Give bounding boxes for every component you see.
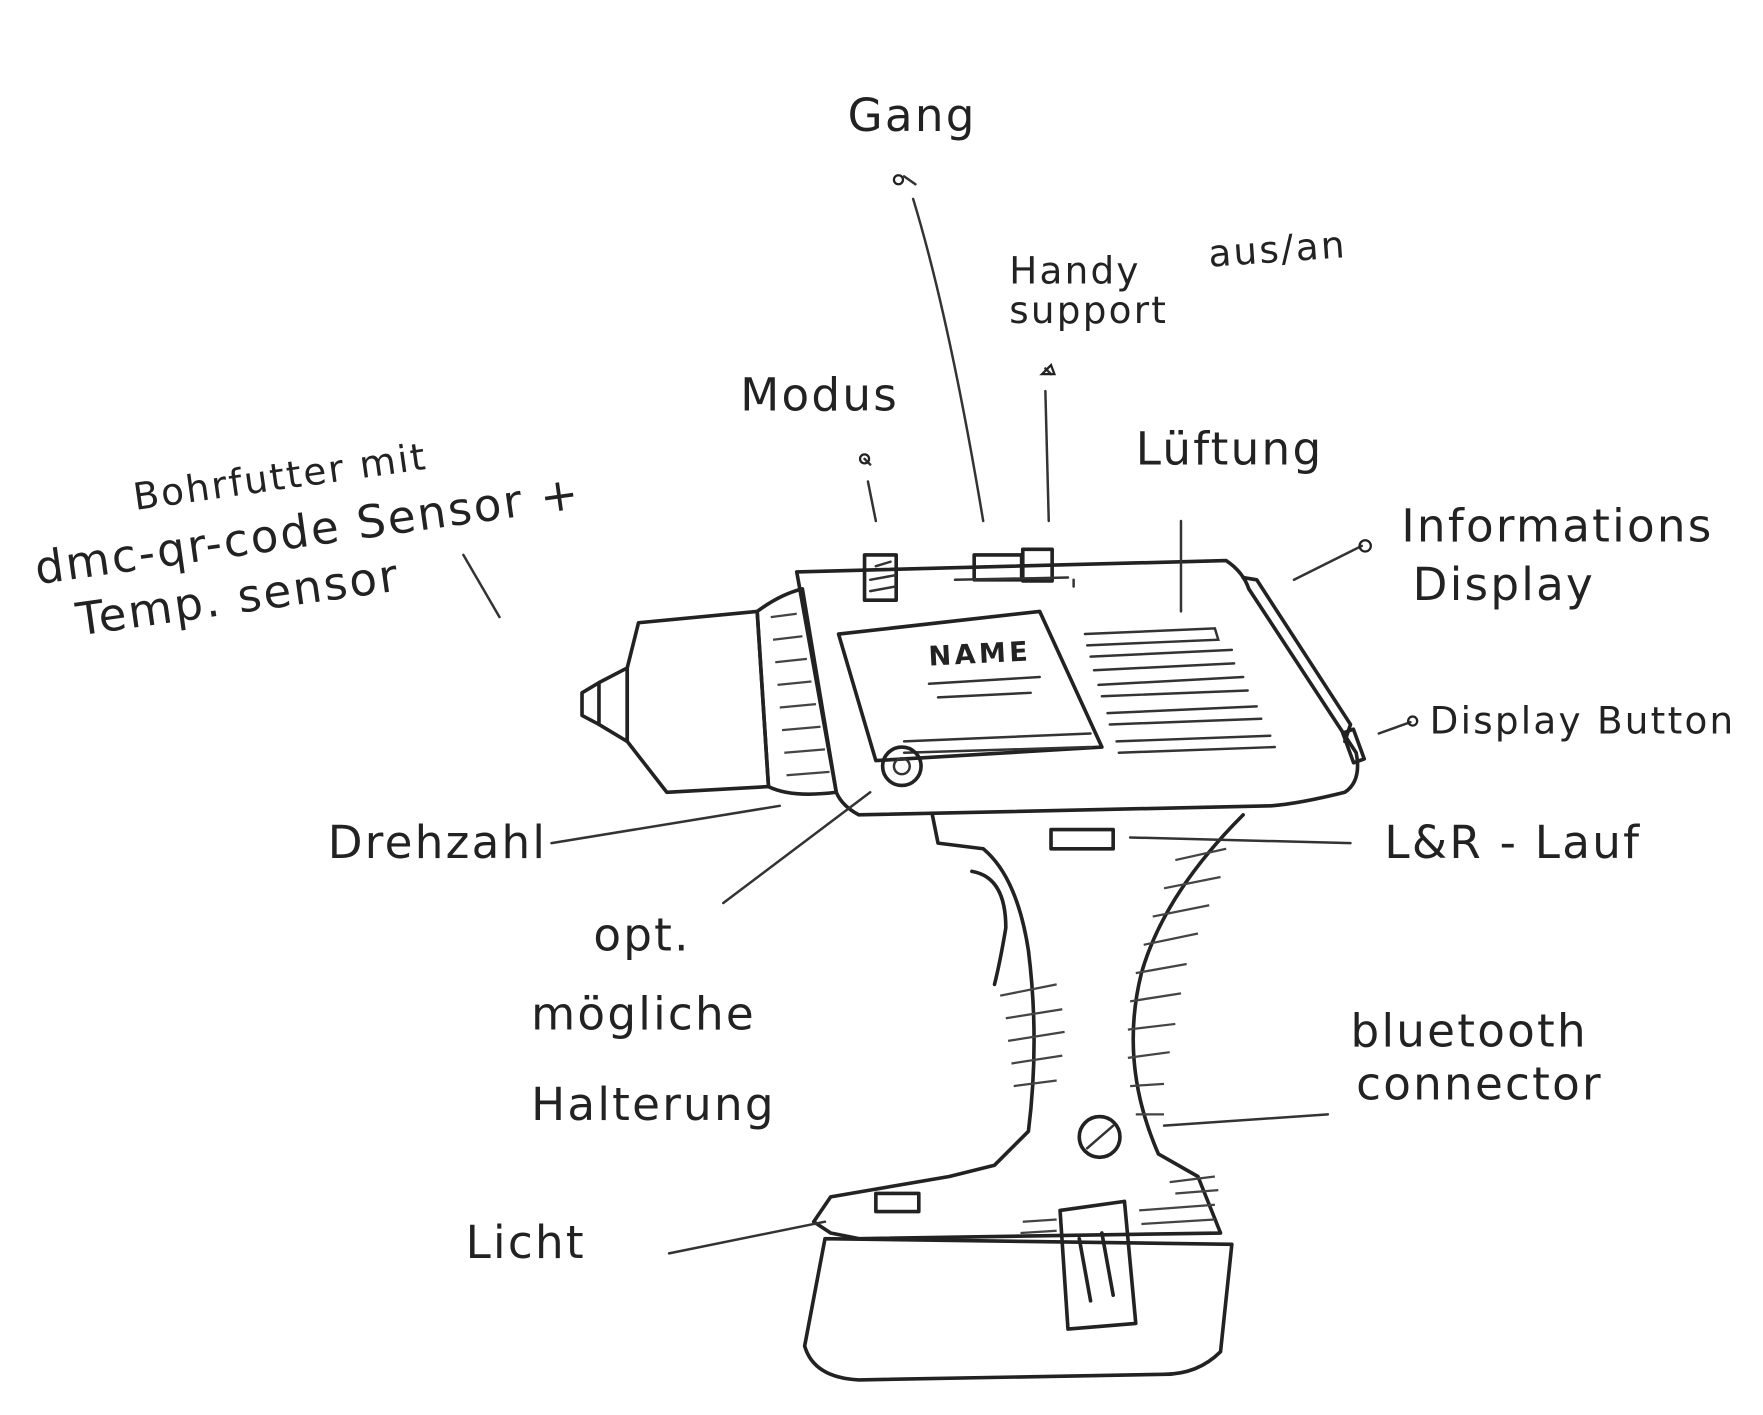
torque-collar: [755, 587, 839, 796]
label-lueftung: Lüftung: [1136, 423, 1324, 476]
name-plate: [836, 609, 1104, 763]
label-info-display-1: Informations: [1401, 499, 1713, 552]
label-halterung-3: Halterung: [531, 1078, 776, 1131]
label-halterung-2: mögliche: [531, 988, 756, 1041]
mode-switch: [862, 553, 898, 602]
label-modus: Modus: [740, 368, 899, 421]
label-bohrfutter: Bohrfutter mit dmc-qr-code Sensor + Temp…: [31, 434, 583, 646]
grip-hatching: [999, 847, 1227, 1116]
handle: [811, 813, 1245, 1241]
label-halterung-1: opt.: [593, 908, 690, 961]
chuck-tip: [580, 666, 630, 744]
leader-markers: [858, 174, 1419, 727]
ventilation-slots: [1083, 627, 1277, 754]
label-drehzahl: Drehzahl: [328, 816, 548, 869]
light-shape: [874, 1191, 921, 1214]
label-aus-an: aus/an: [1207, 222, 1348, 276]
label-licht: Licht: [466, 1216, 586, 1269]
speed-dial: [880, 745, 923, 788]
label-display-button: Display Button: [1430, 698, 1736, 742]
battery-latch: [1058, 1199, 1138, 1331]
label-lr-lauf: L&R - Lauf: [1384, 816, 1641, 869]
label-gang: Gang: [848, 89, 977, 142]
label-handy-support: Handy: [1009, 249, 1141, 293]
label-bluetooth-2: connector: [1356, 1058, 1603, 1111]
collar-hatching: [770, 612, 830, 777]
display-button-shape: [1340, 727, 1367, 765]
drill-drawing: NAME: [580, 547, 1367, 1382]
label-info-display-2: Display: [1413, 558, 1595, 611]
label-handy-support-2: support: [1009, 288, 1168, 332]
battery-pack: [802, 1236, 1234, 1382]
label-bluetooth-1: bluetooth: [1351, 1005, 1588, 1058]
phone-switch: [1020, 547, 1054, 583]
bluetooth-connector-shape: [1077, 1114, 1122, 1160]
chuck: [625, 609, 771, 795]
name-plate-text: NAME: [928, 636, 1032, 672]
